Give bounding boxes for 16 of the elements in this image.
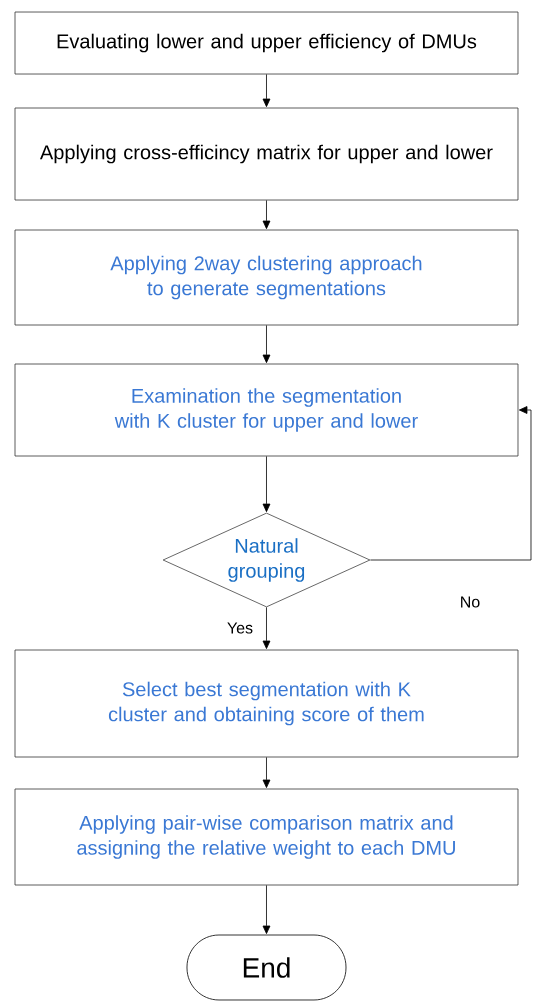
process-box: Select best segmentation with K cluster and obtaining score of them <box>14 649 519 758</box>
edge-label: No <box>458 595 482 609</box>
process-box: Examination the segmentation with K cluster for upper and lower <box>14 363 519 457</box>
arrow <box>262 757 271 788</box>
process-box: Applying cross-efficincy matrix for upper and lower <box>14 107 519 201</box>
arrow <box>262 74 271 108</box>
arrow <box>262 885 271 934</box>
arrow <box>262 456 271 513</box>
arrow <box>262 606 271 649</box>
edge-label: Yes <box>225 621 255 635</box>
arrow <box>262 325 271 364</box>
process-box: Applying pair-wise comparison matrix and assigning the relative weight to each DMU <box>14 788 519 886</box>
process-box: Applying 2way clustering approach to generate segmentations <box>14 229 519 326</box>
arrow <box>262 200 271 230</box>
arrow <box>369 406 532 561</box>
process-box: Evaluating lower and upper efficiency of DMUs <box>14 11 519 75</box>
